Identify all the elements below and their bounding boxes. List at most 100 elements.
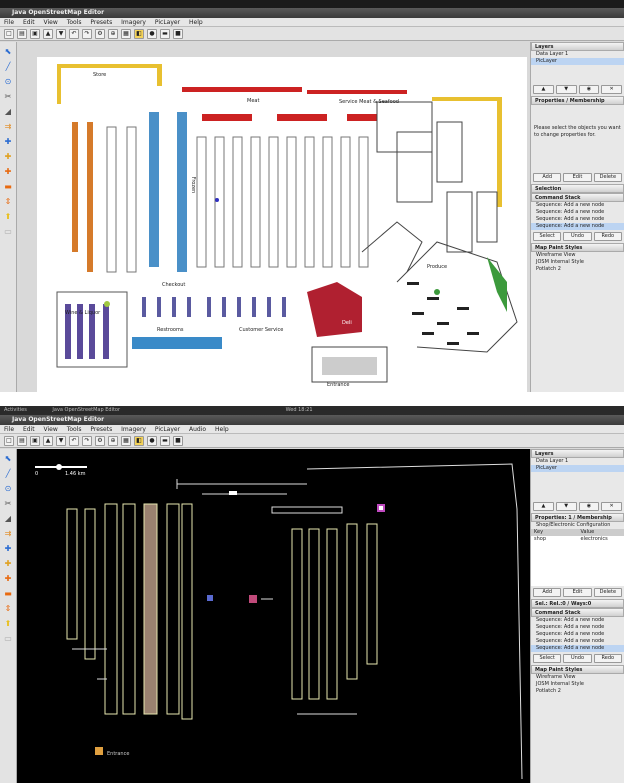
move-tool-icon[interactable]: ✚ [4,544,12,553]
menu-file[interactable]: File [4,426,15,433]
layer-item-data[interactable]: Data Layer 1 [536,51,569,57]
select-button[interactable]: Select [533,654,562,663]
menu-imagery[interactable]: Imagery [121,426,146,433]
layer-item-piclayer[interactable]: PicLayer [531,465,624,472]
layer-visible-icon[interactable]: ◉ [578,502,600,511]
undo-button[interactable]: Undo [563,232,592,241]
paint-style-item[interactable]: JOSM Internal Style [536,259,584,265]
extrude-tool-icon[interactable]: ◢ [4,107,12,116]
paint-styles-header[interactable]: Map Paint Styles [531,243,624,252]
split-tool-icon[interactable]: ✚ [4,574,12,583]
layer-delete-icon[interactable]: ✕ [601,85,622,94]
map-view-wireframe[interactable]: 0 1.46 km Entrance [17,449,530,783]
paint-style-item[interactable]: JOSM Internal Style [536,681,584,687]
layer-icon[interactable]: ▦ [121,436,131,446]
delete-button[interactable]: Delete [593,588,622,597]
menu-help[interactable]: Help [214,426,229,433]
layer-down-icon[interactable]: ▼ [555,85,577,94]
menu-edit[interactable]: Edit [22,426,35,433]
properties-row[interactable]: shop electronics [531,536,624,586]
new-file-icon[interactable]: □ [4,436,14,446]
edit-button[interactable]: Edit [563,173,592,182]
extrude-tool-icon[interactable]: ◢ [4,514,12,523]
menu-presets[interactable]: Presets [90,426,113,433]
paint-styles-header[interactable]: Map Paint Styles [531,665,624,674]
menu-help[interactable]: Help [189,19,203,26]
pin-icon[interactable]: ● [147,436,157,446]
value-column[interactable]: Value [580,529,595,535]
piclayer-icon[interactable]: ◧ [134,29,144,39]
menu-piclayer[interactable]: PicLayer [154,426,181,433]
command-item[interactable]: Sequence: Add a new node [536,638,605,644]
zoom-tool-icon[interactable]: ⊙ [4,77,12,86]
layer-item-data[interactable]: Data Layer 1 [536,458,569,464]
align-tool-icon[interactable]: ⇕ [4,604,12,613]
menu-view[interactable]: View [43,19,58,26]
redo-button[interactable]: Redo [593,654,622,663]
zoom-icon[interactable]: ⊕ [108,436,118,446]
redo-icon[interactable]: ↷ [82,29,92,39]
undo-icon[interactable]: ↶ [69,436,79,446]
orthogonal-tool-icon[interactable]: ⬆ [4,619,12,628]
combine-tool-icon[interactable]: ▬ [4,182,12,191]
delete-button[interactable]: Delete [593,173,622,182]
layers-header[interactable]: Layers [531,449,624,458]
download-icon[interactable]: ▼ [56,436,66,446]
paint-style-item[interactable]: Potlatch 2 [536,688,561,694]
parallel-tool-icon[interactable]: ⇉ [4,122,12,131]
new-file-icon[interactable]: □ [4,29,14,39]
add-node-icon[interactable]: ✚ [4,559,12,568]
preferences-icon[interactable]: ⚙ [95,436,105,446]
zoom-icon[interactable]: ⊕ [108,29,118,39]
pin-icon[interactable]: ● [147,29,157,39]
add-button[interactable]: Add [533,588,562,597]
redo-button[interactable]: Redo [593,232,622,241]
menu-tools[interactable]: Tools [66,19,82,26]
command-item[interactable]: Sequence: Add a new node [536,216,605,222]
save-icon[interactable]: ▣ [30,436,40,446]
bus-icon[interactable]: ▬ [160,436,170,446]
add-button[interactable]: Add [533,173,562,182]
lock-icon[interactable]: ■ [173,436,183,446]
command-item[interactable]: Sequence: Add a new node [536,624,605,630]
layer-up-icon[interactable]: ▲ [533,85,554,94]
menu-presets[interactable]: Presets [90,19,113,26]
paint-style-item[interactable]: Potlatch 2 [536,266,561,272]
edit-button[interactable]: Edit [563,588,592,597]
activities-label[interactable]: Activities [4,407,27,413]
split-tool-icon[interactable]: ✚ [4,167,12,176]
menu-edit[interactable]: Edit [22,19,35,26]
piclayer-icon[interactable]: ◧ [134,436,144,446]
layer-up-icon[interactable]: ▲ [533,502,554,511]
move-tool-icon[interactable]: ✚ [4,137,12,146]
undo-icon[interactable]: ↶ [69,29,79,39]
orthogonal-tool-icon[interactable]: ⬆ [4,212,12,221]
menu-piclayer[interactable]: PicLayer [154,19,181,26]
draw-tool-icon[interactable]: ╱ [5,62,11,71]
selection-header[interactable]: Selection [531,184,624,193]
command-item[interactable]: Sequence: Add a new node [536,631,605,637]
open-file-icon[interactable]: ▤ [17,436,27,446]
open-file-icon[interactable]: ▤ [17,29,27,39]
lock-icon[interactable]: ■ [173,29,183,39]
select-button[interactable]: Select [533,232,562,241]
upload-icon[interactable]: ▲ [43,29,53,39]
download-icon[interactable]: ▼ [56,29,66,39]
save-icon[interactable]: ▣ [30,29,40,39]
draw-tool-icon[interactable]: ╱ [5,469,11,478]
command-item[interactable]: Sequence: Add a new node [536,617,605,623]
select-tool-icon[interactable]: ⬉ [4,47,12,56]
delete-tool-icon[interactable]: ✂ [4,92,12,101]
delete-tool-icon[interactable]: ✂ [4,499,12,508]
properties-header[interactable]: Properties / Membership [531,96,624,105]
layer-icon[interactable]: ▦ [121,29,131,39]
add-node-icon[interactable]: ✚ [4,152,12,161]
menu-tools[interactable]: Tools [66,426,82,433]
selection-header[interactable]: Sel.: Rel.:0 / Ways:0 [531,599,624,608]
menu-file[interactable]: File [4,19,15,26]
menu-view[interactable]: View [43,426,58,433]
properties-header[interactable]: Properties: 1 / Membership [531,513,624,522]
command-item[interactable]: Sequence: Add a new node [536,202,605,208]
align-tool-icon[interactable]: ⇕ [4,197,12,206]
menu-audio[interactable]: Audio [189,426,207,433]
